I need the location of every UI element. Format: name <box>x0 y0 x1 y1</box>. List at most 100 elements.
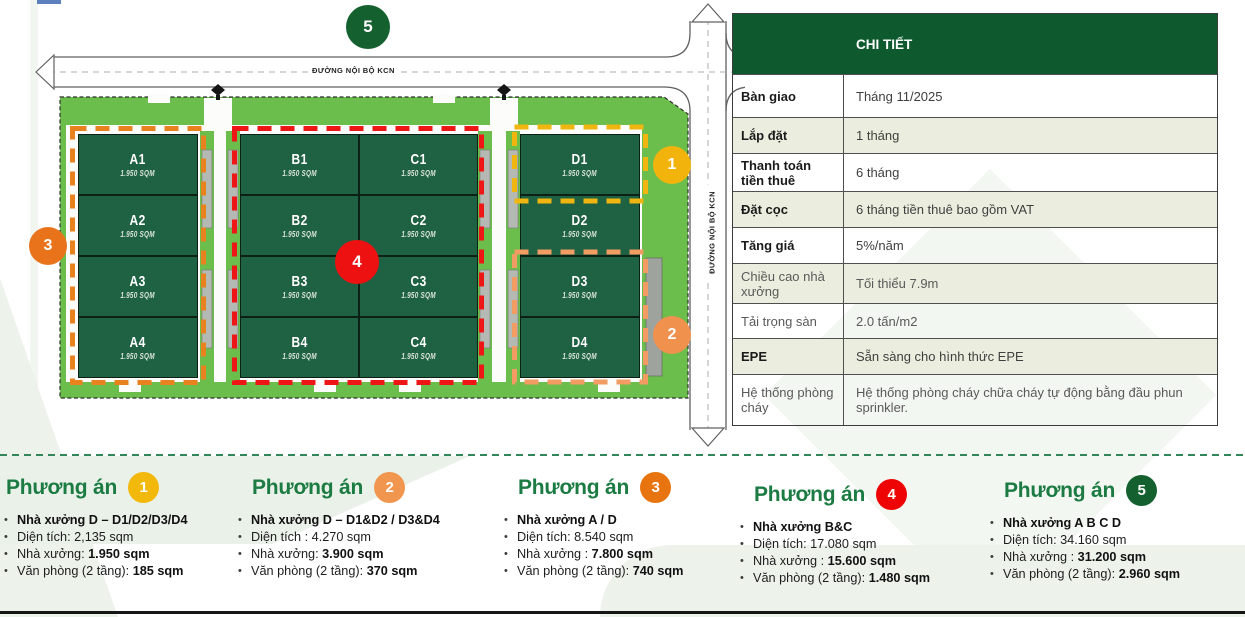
bullet-icon: • <box>740 555 744 567</box>
option-5: Phương án 5 •Nhà xưởng A B C D •Diện tíc… <box>990 475 1244 583</box>
option-number: 1 <box>139 479 148 496</box>
marker-number: 5 <box>363 17 373 36</box>
road-label-north: ĐƯỜNG NỘI BỘ KCN <box>308 66 399 75</box>
bullet-icon: • <box>4 548 8 560</box>
bullet-icon: • <box>990 534 994 546</box>
option-title: Phương án <box>754 482 866 506</box>
option-number-badge: 5 <box>1126 475 1158 506</box>
plan-marker-1: 1 <box>653 146 691 184</box>
marker-number: 2 <box>667 326 677 343</box>
parking-strip <box>645 257 663 377</box>
bullet-icon: • <box>4 531 8 543</box>
table-header: CHI TIẾT <box>856 36 913 52</box>
option-details: •Nhà xưởng A B C D •Diện tích: 34.160 sq… <box>990 515 1244 583</box>
road-edges <box>53 21 745 430</box>
option-detail-item: •Diện tích: 8.540 sqm <box>504 530 634 544</box>
option-number-badge: 2 <box>374 472 406 503</box>
bullet-icon: • <box>504 565 508 577</box>
option-detail-item: •Nhà xưởng D – D1/D2/D3/D4 <box>4 513 188 527</box>
option-detail-item: •Nhà xưởng A B C D <box>990 516 1122 530</box>
option-details: •Nhà xưởng B&C •Diện tích: 17.080 sqm •N… <box>740 519 988 587</box>
option-4: Phương án 4 •Nhà xưởng B&C •Diện tích: 1… <box>740 479 988 587</box>
option-title: Phương án <box>252 475 364 499</box>
option-detail-item: •Diện tích: 2,135 sqm <box>4 530 134 544</box>
marker-number: 3 <box>43 237 53 254</box>
bullet-icon: • <box>238 565 242 577</box>
option-number-badge: 1 <box>128 472 160 503</box>
bullet-icon: • <box>4 514 8 526</box>
bullet-icon: • <box>4 565 8 577</box>
option-number-badge: 3 <box>640 472 672 503</box>
road-arrowheads <box>35 3 726 447</box>
bullet-icon: • <box>990 568 994 580</box>
option-detail-item: •Nhà xưởng A / D <box>504 513 617 527</box>
option-3: Phương án 3 •Nhà xưởng A / D •Diện tích:… <box>504 472 736 580</box>
dashed-separator <box>0 454 1245 456</box>
bullet-icon: • <box>238 548 242 560</box>
option-details: •Nhà xưởng D – D1&D2 / D3&D4 •Diện tích … <box>238 512 450 580</box>
option-title: Phương án <box>1004 478 1116 502</box>
option-detail-item: •Diện tích : 4.270 sqm <box>238 530 371 544</box>
option-detail-item: •Nhà xưởng : 31.200 sqm <box>990 550 1147 564</box>
gate <box>148 94 170 103</box>
gate <box>399 380 421 392</box>
bullet-icon: • <box>740 521 744 533</box>
gate <box>314 380 336 392</box>
plan-marker-3: 3 <box>29 227 67 265</box>
option-1: Phương án 1 •Nhà xưởng D – D1/D2/D3/D4 •… <box>4 472 240 580</box>
gate <box>433 94 455 103</box>
option-title: Phương án <box>6 475 118 499</box>
option-detail-item: •Nhà xưởng: 3.900 sqm <box>238 547 384 561</box>
option-detail-item: •Diện tích: 34.160 sqm <box>990 533 1127 547</box>
gate <box>119 380 141 392</box>
bullet-icon: • <box>504 548 508 560</box>
option-detail-item: •Diện tích: 17.080 sqm <box>740 537 877 551</box>
option-detail-item: •Nhà xưởng : 7.800 sqm <box>504 547 654 561</box>
table-header-row: CHI TIẾT <box>733 14 1217 74</box>
option-detail-item: •Văn phòng (2 tầng): 1.480 sqm <box>740 571 931 585</box>
marker-number: 1 <box>667 156 677 173</box>
plan-marker-5: 5 <box>346 5 390 49</box>
background-swoosh-right <box>600 545 1245 617</box>
option-2: Phương án 2 •Nhà xưởng D – D1&D2 / D3&D4… <box>238 472 450 580</box>
option-details: •Nhà xưởng D – D1/D2/D3/D4 •Diện tích: 2… <box>4 512 240 580</box>
gate <box>598 380 620 392</box>
option-number: 3 <box>651 479 660 496</box>
bullet-icon: • <box>740 538 744 550</box>
option-number: 5 <box>1137 482 1146 499</box>
option-details: •Nhà xưởng A / D •Diện tích: 8.540 sqm •… <box>504 512 736 580</box>
marker-number: 4 <box>352 252 362 271</box>
road-label-east: ĐƯỜNG NỘI BỘ KCN <box>707 184 717 281</box>
option-title: Phương án <box>518 475 630 499</box>
bullet-icon: • <box>740 572 744 584</box>
option-detail-item: •Nhà xưởng: 1.950 sqm <box>4 547 150 561</box>
option-number-badge: 4 <box>876 479 908 510</box>
option-detail-item: •Văn phòng (2 tầng): 740 sqm <box>504 564 684 578</box>
option-number: 4 <box>887 486 896 503</box>
option-detail-item: •Văn phòng (2 tầng): 185 sqm <box>4 564 184 578</box>
bullet-icon: • <box>990 551 994 563</box>
bullet-icon: • <box>990 517 994 529</box>
entrance-markers <box>211 84 511 100</box>
